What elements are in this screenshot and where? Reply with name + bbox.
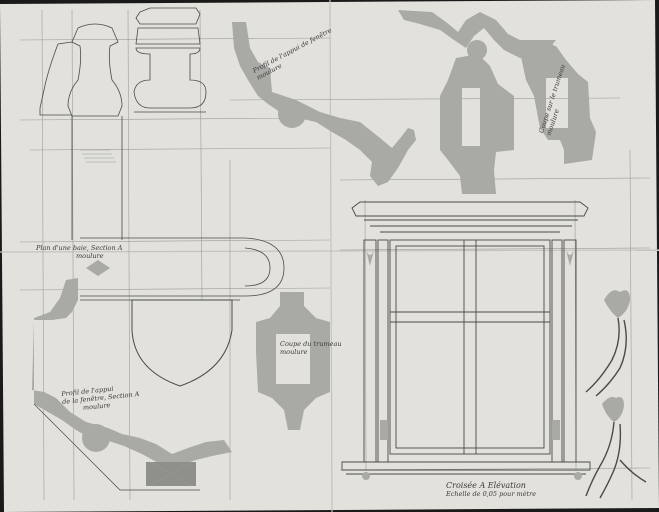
note-upper-mid-line2: moulure	[76, 252, 104, 260]
note-mid-pier: Coupe du trumeau moulure	[280, 340, 342, 356]
sill-torus	[82, 424, 110, 452]
pier-section-right-wash	[520, 44, 596, 164]
sill-diagonal-guide	[33, 403, 200, 491]
baluster-elevations	[39, 7, 207, 240]
pier-torus-right	[536, 42, 556, 62]
note-window-caption-line1: Croisée A Elévation	[446, 481, 526, 490]
shield-outline	[131, 299, 233, 387]
cornice-top-wash	[398, 10, 556, 58]
sill-profile-wash	[32, 278, 232, 466]
rosette	[86, 260, 110, 276]
note-mid-pier-line1: Coupe du trumeau	[280, 340, 342, 348]
pier-torus-left	[467, 40, 487, 60]
cornice-profile-wash	[232, 22, 416, 186]
window-elevation	[341, 201, 591, 475]
hatch-detail	[80, 149, 116, 163]
note-upper-mid: Plan d'une baie, Section A moulure	[36, 244, 122, 260]
window-small-details	[362, 250, 582, 480]
leaf-ornament-top	[585, 290, 630, 397]
leaf-ornament-bottom	[585, 396, 647, 499]
mid-pier-wash	[256, 292, 330, 430]
note-window-caption-line2: Echelle de 0,05 pour mètre	[446, 490, 537, 498]
note-window-caption: Croisée A Elévation Echelle de 0,05 pour…	[446, 481, 537, 499]
sill-base-hatch	[149, 461, 193, 487]
note-mid-pier-line2: moulure	[280, 348, 308, 356]
note-upper-mid-line1: Plan d'une baie, Section A	[36, 244, 123, 252]
torus-circle	[278, 100, 306, 128]
pier-section-wash	[440, 54, 514, 194]
